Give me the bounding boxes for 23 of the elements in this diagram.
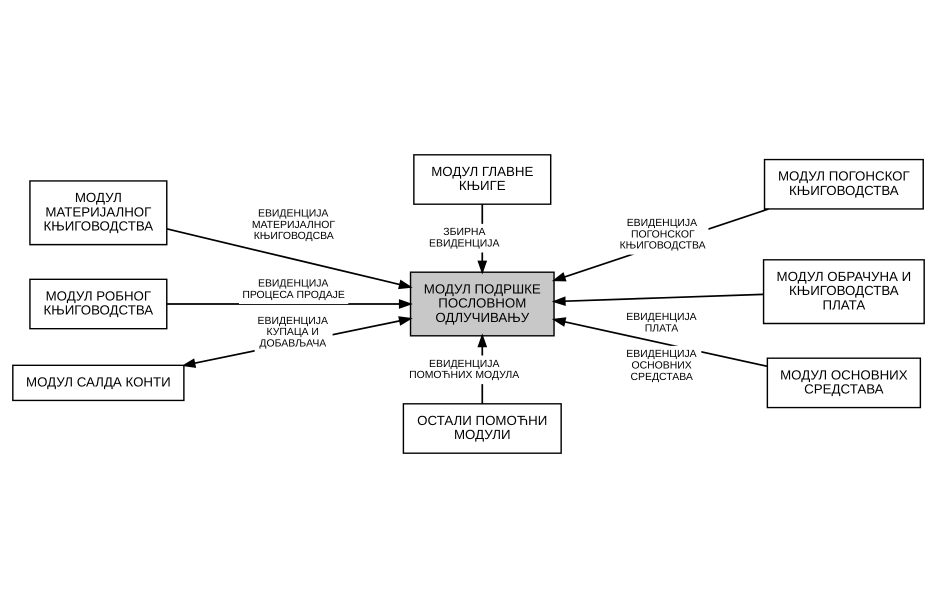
edge-label: ЕВИДЕНЦИЈА ПОМОЋНИХ МОДУЛА — [409, 358, 520, 381]
node-box: МОДУЛ МАТЕРИЈАЛНОГ КЊИГОВОДСТВА — [29, 180, 168, 245]
edge-label: ЕВИДЕНЦИЈА ПРОЦЕСА ПРОДАЈЕ — [242, 278, 345, 301]
node-box: МОДУЛ ГЛАВНЕ КЊИГЕ — [413, 154, 552, 204]
edge-label: ЕВИДЕНЦИЈА ПЛАТА — [626, 311, 697, 334]
edge-label: ЕВИДЕНЦИЈА ОСНОВНИХ СРЕДСТАВА — [626, 348, 697, 382]
arrow — [182, 316, 413, 368]
node-box: МОДУЛ ОБРАЧУНА И КЊИГОВОДСТВА ПЛАТА — [762, 258, 925, 324]
arrow — [552, 316, 768, 367]
node-box: МОДУЛ ОСНОВНИХ СРЕДСТАВА — [766, 356, 922, 408]
arrow — [552, 293, 764, 306]
edge-label: ЗБИРНА ЕВИДЕНЦИЈА — [429, 226, 500, 250]
edge-label: ЕВИДЕНЦИЈА ПОГОНСКОГ КЊИГОВОДСТВА — [620, 217, 706, 252]
node-box: МОДУЛ РОБНОГ КЊИГОВОДСТВА — [29, 278, 168, 329]
edge-label: ЕВИДЕНЦИЈА МАТЕРИЈАЛНОГ КЊИГОВОДСВА — [252, 208, 336, 242]
edge-label: ЕВИДЕНЦИЈА КУПАЦА И ДОБАВЉАЧА — [258, 315, 328, 350]
node-box: МОДУЛ САЛДА КОНТИ — [12, 364, 185, 401]
arrow — [166, 228, 413, 289]
node-box: МОДУЛ ПОДРШКЕ ПОСЛОВНОМ ОДЛУЧИВАЊУ — [410, 270, 555, 336]
arrow — [167, 298, 413, 308]
arrow — [552, 208, 769, 281]
node-box: МОДУЛ ПОГОНСКОГ КЊИГОВОДСТВА — [764, 158, 924, 210]
node-box: ОСТАЛИ ПОМОЋНИ МОДУЛИ — [402, 402, 562, 454]
